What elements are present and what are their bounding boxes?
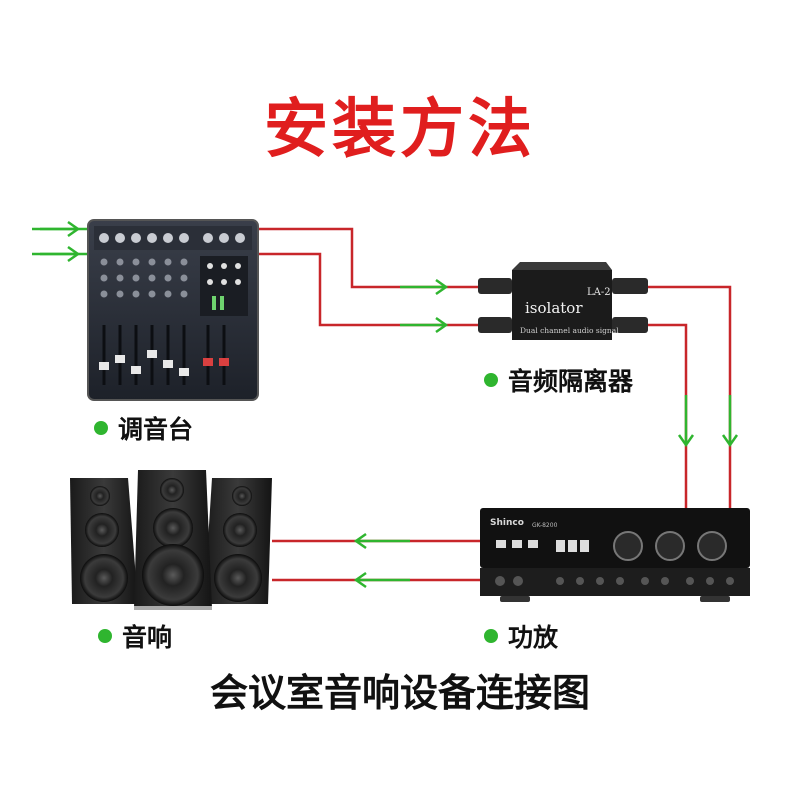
- arrow-icon: [677, 395, 695, 448]
- diagram-caption: 会议室音响设备连接图: [209, 671, 590, 715]
- bullet-icon: [98, 629, 112, 643]
- arrow-icon: [721, 395, 739, 448]
- isolator-amp-wire-1: [648, 285, 732, 508]
- arrow-icon: [400, 316, 449, 334]
- mixer-label: 调音台: [94, 410, 193, 446]
- signal-arrows: [40, 220, 739, 589]
- arrow-icon: [40, 245, 81, 263]
- isolator-brand-text: isolator: [525, 299, 583, 317]
- bullet-icon: [484, 373, 498, 387]
- speakers-device: [70, 470, 272, 610]
- amplifier-label-text: 功放: [508, 623, 559, 652]
- arrow-icon: [353, 532, 410, 550]
- amplifier-model-text: GK-8200: [532, 522, 558, 529]
- arrow-icon: [400, 278, 449, 296]
- page-title: 安装方法: [264, 93, 536, 167]
- isolator-device: LA-2 isolator Dual channel audio signal: [478, 262, 648, 340]
- speakers-label: 音响: [98, 618, 172, 654]
- isolator-amp-wire-2: [648, 323, 688, 508]
- isolator-model-text: LA-2: [587, 287, 611, 298]
- isolator-subtext: Dual channel audio signal: [520, 326, 619, 335]
- isolator-label: 音频隔离器: [484, 362, 633, 398]
- arrow-icon: [353, 571, 410, 589]
- bullet-icon: [484, 629, 498, 643]
- amplifier-label: 功放: [484, 618, 558, 654]
- amplifier-device: Shinco GK-8200: [480, 508, 750, 602]
- amplifier-brand-text: Shinco: [490, 518, 524, 528]
- bullet-icon: [94, 421, 108, 435]
- mixer-isolator-wire-2: [258, 252, 478, 327]
- speakers-label-text: 音响: [122, 623, 173, 652]
- mixer-device: [87, 219, 259, 401]
- arrow-icon: [40, 220, 81, 238]
- mixer-isolator-wire-1: [258, 227, 478, 289]
- mixer-label-text: 调音台: [118, 415, 194, 444]
- isolator-label-text: 音频隔离器: [508, 367, 634, 396]
